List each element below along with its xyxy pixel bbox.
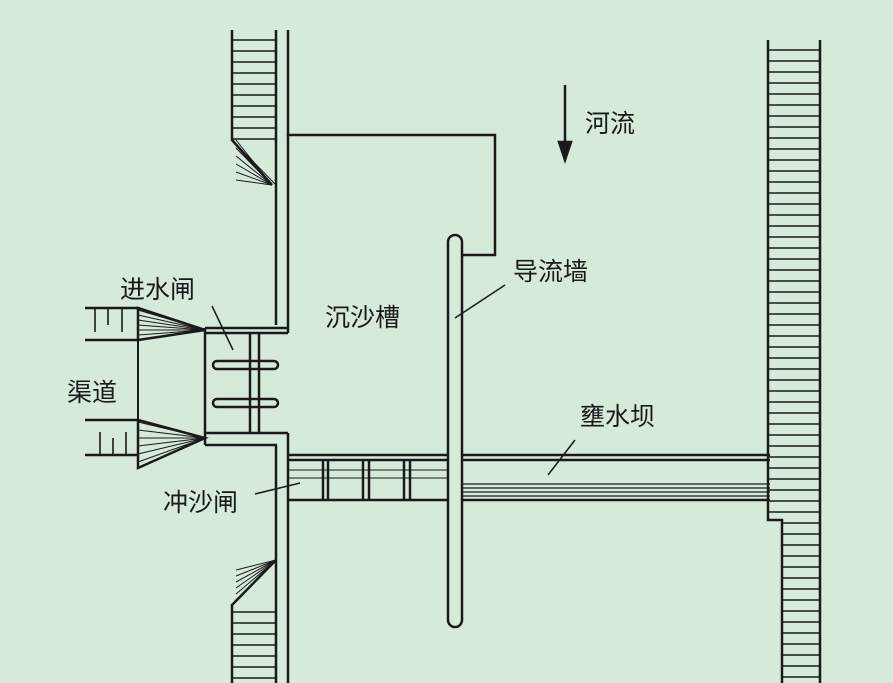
hatch-line [235,559,277,595]
hatch-line [137,314,206,331]
leader-lines [211,284,576,495]
settling-tank-walls [286,30,497,683]
hatch-line [235,559,277,571]
weir-dam [288,453,770,502]
hatch-line [235,559,277,589]
hatch-line [235,179,273,186]
hatch-line [235,155,273,186]
hatch-line [137,329,206,336]
canal [85,306,139,468]
hatch-line [137,421,206,439]
hatch-line [137,437,206,463]
label-canal: 渠道 [67,378,118,407]
label-intake-gate: 进水闸 [120,275,196,304]
hatch-line [235,171,273,186]
hatch-line [235,559,277,601]
hatch-line [137,309,206,331]
hatch-line [235,559,277,577]
hatch-line [235,139,273,186]
left-bank-lower [230,445,278,683]
label-river: 河流 [585,109,636,138]
hatch-line [235,147,273,186]
intake-wings [136,139,277,601]
guide-wall [446,233,464,629]
river-flow-arrow-icon [557,85,573,164]
hatch-line [235,163,273,186]
hatch-line [137,437,206,447]
label-settling-tank: 沉沙槽 [325,303,401,332]
hatch-line [137,437,206,455]
right-bank [766,40,822,683]
label-sluice-gate: 冲沙闸 [163,488,239,517]
hatch-line [137,319,206,331]
hatch-line [235,559,277,583]
label-weir-dam: 壅水坝 [580,402,656,431]
intake-gate [203,326,288,447]
label-guide-wall: 导流墙 [513,257,589,286]
hatch-line [137,324,206,331]
hatch-line [137,429,206,439]
left-bank-upper [230,30,278,325]
